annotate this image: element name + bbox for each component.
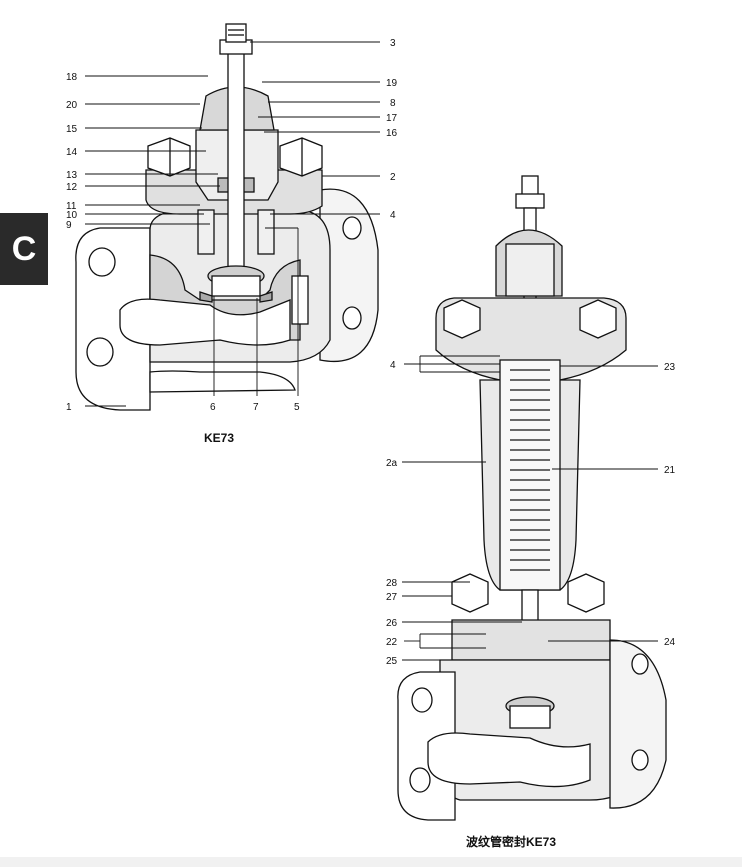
caption-ke73: KE73 (204, 431, 234, 445)
label-3: 3 (390, 38, 396, 49)
label-7: 7 (253, 402, 259, 413)
label-16: 16 (386, 128, 398, 139)
label-11: 11 (66, 201, 77, 212)
valve-bellows-seal-drawing (397, 175, 667, 821)
label-2: 2 (390, 172, 396, 183)
bottom-rule (0, 857, 742, 867)
label-12: 12 (66, 182, 78, 193)
bellows-leader-lines (402, 355, 658, 661)
label-9: 9 (66, 220, 72, 231)
label-18: 18 (66, 72, 78, 83)
label-4: 4 (390, 210, 396, 221)
label-28: 28 (386, 578, 398, 589)
caption-bellows-seal: 波纹管密封KE73 (466, 834, 556, 849)
label-21: 21 (664, 465, 676, 476)
label-20: 20 (66, 100, 78, 111)
label-17: 17 (386, 113, 398, 124)
valve-ke73-drawing (75, 23, 379, 411)
label-4b: 4 (390, 360, 396, 371)
label-14: 14 (66, 147, 78, 158)
ke73-leader-lines (85, 41, 380, 407)
label-22: 22 (386, 637, 398, 648)
label-8: 8 (390, 98, 396, 109)
section-tab: C (0, 213, 48, 285)
bellows-convolutions (510, 369, 550, 571)
label-1: 1 (66, 402, 72, 413)
label-6: 6 (210, 402, 216, 413)
label-15: 15 (66, 124, 78, 135)
ke73-part-labels: 3 18 19 20 8 17 15 16 14 13 2 12 11 10 4… (66, 38, 398, 413)
label-19: 19 (386, 78, 398, 89)
label-2a: 2a (386, 458, 398, 469)
label-27: 27 (386, 592, 398, 603)
label-24: 24 (664, 637, 676, 648)
label-23: 23 (664, 362, 676, 373)
bellows-part-labels: 4 23 2a 21 28 27 26 22 24 25 (386, 360, 676, 667)
label-13: 13 (66, 170, 78, 181)
label-26: 26 (386, 618, 398, 629)
label-5: 5 (294, 402, 300, 413)
label-10: 10 (66, 210, 78, 221)
label-25: 25 (386, 656, 398, 667)
